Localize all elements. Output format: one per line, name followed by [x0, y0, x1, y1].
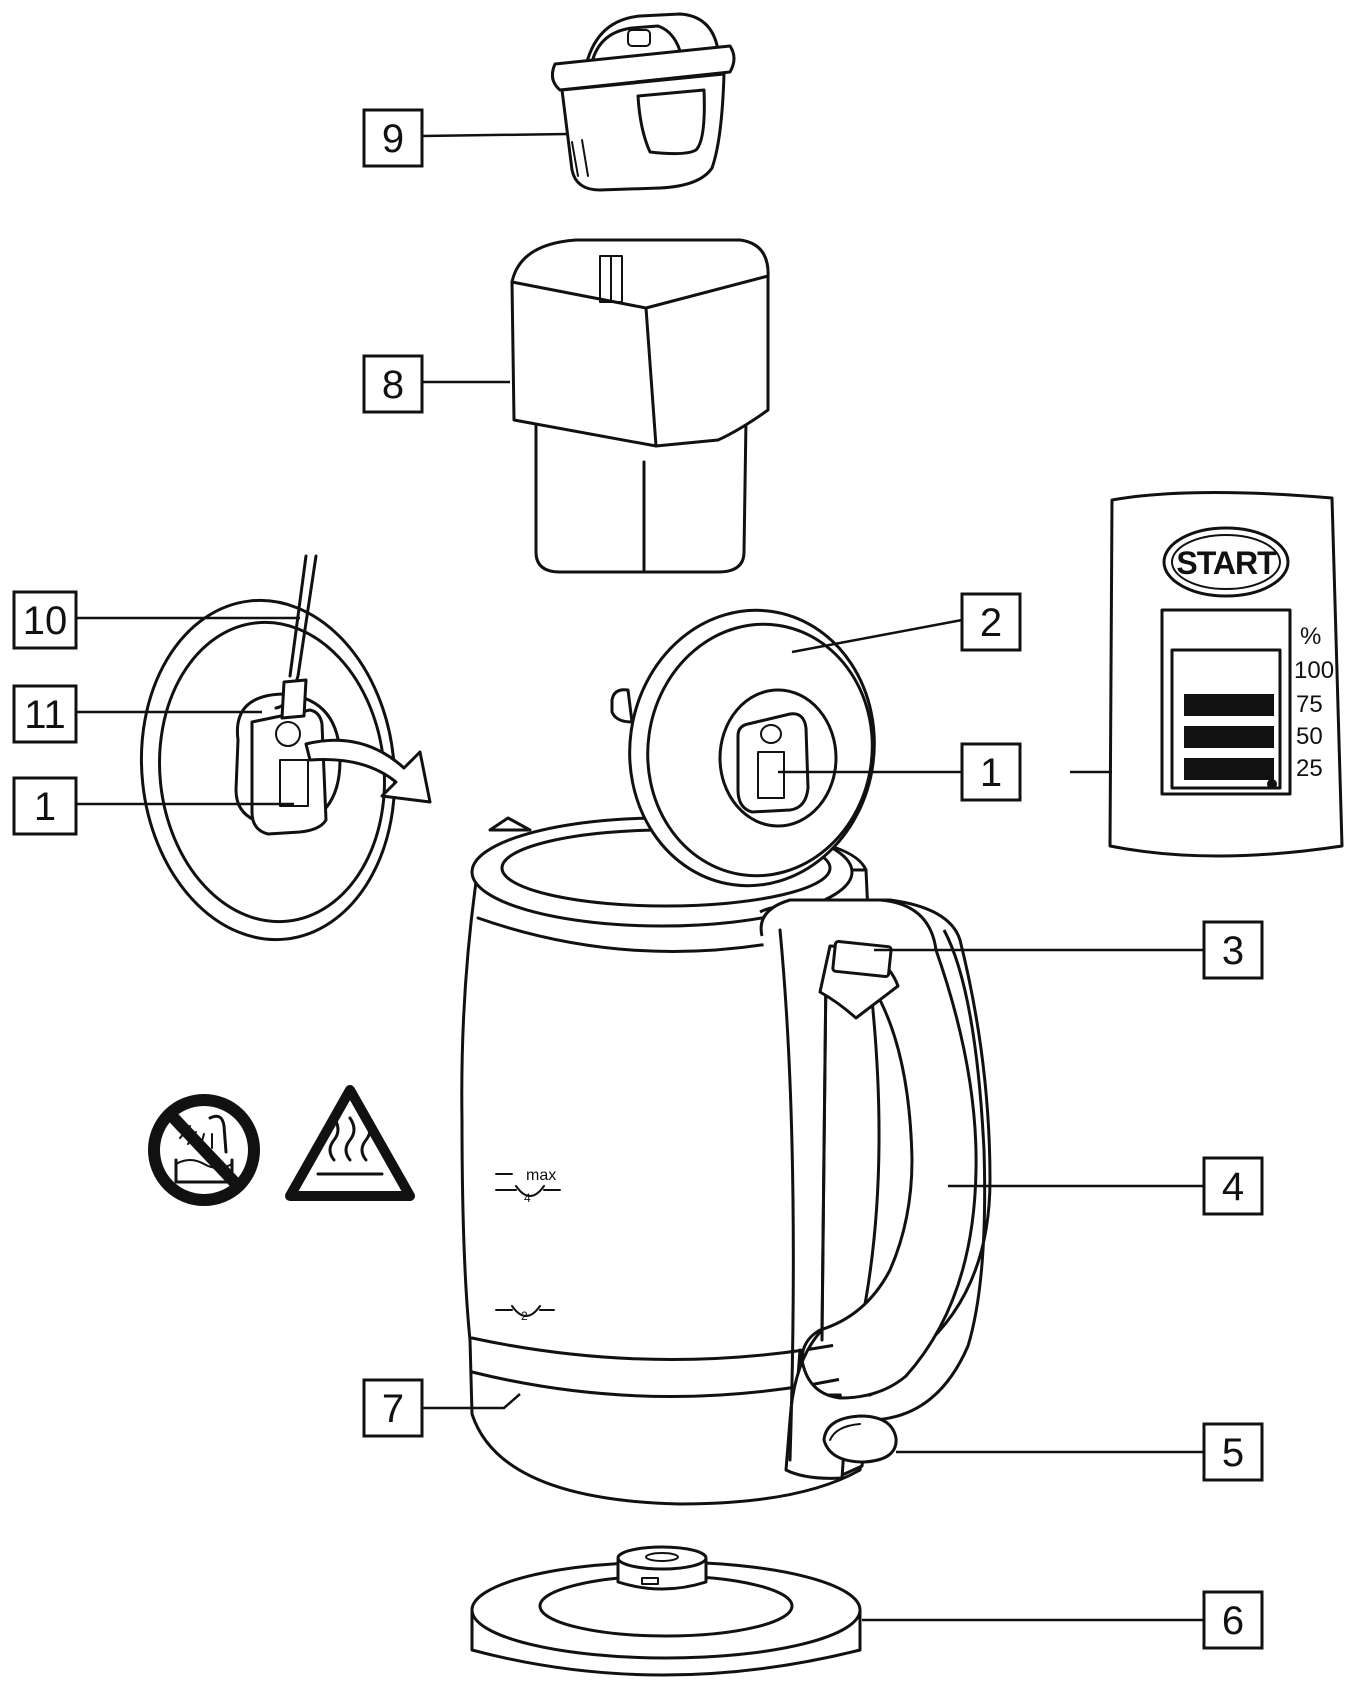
callout-11: 11 — [12, 684, 78, 744]
min-cups-mark: 2 — [521, 1309, 528, 1323]
callout-8: 8 — [362, 354, 424, 414]
level-bar-75 — [1184, 694, 1274, 716]
callout-6-label: 6 — [1222, 1599, 1244, 1643]
start-label: START — [1176, 545, 1277, 581]
filter-holder — [510, 238, 770, 574]
callout-3: 3 — [1202, 920, 1264, 980]
level-25: 25 — [1296, 755, 1323, 782]
callout-5: 5 — [1202, 1422, 1264, 1482]
callout-1-right-label: 1 — [980, 751, 1002, 795]
callout-11-label: 11 — [24, 693, 66, 737]
callout-2-label: 2 — [980, 601, 1002, 645]
level-75: 75 — [1296, 691, 1323, 718]
control-panel: START % 100 75 50 25 — [1108, 490, 1344, 858]
callout-6: 6 — [1202, 1590, 1264, 1650]
max-cups-mark: 4 — [524, 1191, 531, 1205]
callout-4: 4 — [1202, 1156, 1264, 1216]
callout-1-left-label: 1 — [34, 785, 56, 829]
percent-symbol: % — [1300, 623, 1321, 650]
level-100: 100 — [1294, 657, 1334, 684]
level-bar-25 — [1184, 758, 1274, 780]
lid-left-detail — [139, 554, 432, 942]
callout-8-label: 8 — [382, 363, 404, 407]
no-dishwasher-icon — [148, 1094, 260, 1206]
callout-5-label: 5 — [1222, 1431, 1244, 1475]
callout-10: 10 — [12, 590, 78, 650]
callout-2: 2 — [960, 592, 1022, 652]
max-mark-label: max — [526, 1167, 556, 1184]
callout-7: 7 — [362, 1378, 424, 1438]
filter-cartridge — [550, 12, 736, 192]
callout-9: 9 — [362, 108, 424, 168]
level-bar-50 — [1184, 726, 1274, 748]
leader-lines — [76, 132, 1204, 1622]
callout-3-label: 3 — [1222, 929, 1244, 973]
start-button-outline — [1162, 526, 1290, 598]
callout-4-label: 4 — [1222, 1165, 1244, 1209]
callout-10-label: 10 — [23, 599, 68, 643]
callout-9-label: 9 — [382, 117, 404, 161]
kettle-handle — [759, 898, 992, 1480]
hot-surface-warning-icon — [285, 1085, 415, 1201]
kettle-body — [460, 816, 881, 1506]
cup-marks: max 4 2 — [495, 1167, 561, 1323]
level-50: 50 — [1296, 723, 1323, 750]
callout-1-right: 1 — [960, 742, 1022, 802]
callout-7-label: 7 — [382, 1387, 404, 1431]
lid-right — [610, 608, 876, 888]
power-base — [470, 1545, 862, 1677]
callout-1-left: 1 — [12, 776, 78, 836]
